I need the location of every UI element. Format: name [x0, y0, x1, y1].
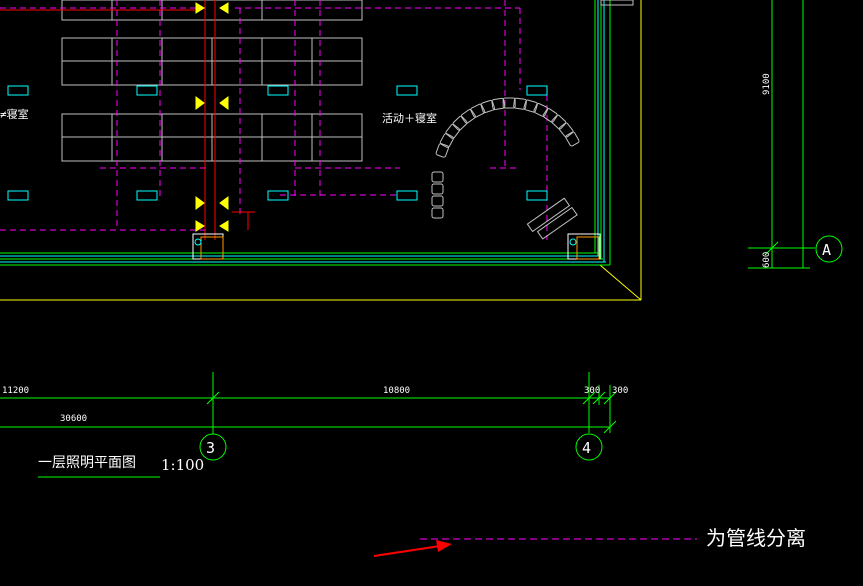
axis-label-3: 3 [206, 439, 215, 457]
dim-9100: 9100 [762, 73, 772, 95]
seat [533, 103, 549, 117]
seat [523, 99, 538, 113]
dim-300-a: 300 [584, 386, 600, 396]
axis-bubble-A [815, 235, 843, 263]
red-conduit [0, 0, 255, 240]
seat [470, 103, 486, 118]
yellow-symbols [195, 2, 229, 232]
seat [431, 195, 444, 207]
axis-bubble-3 [199, 433, 227, 461]
room-label-left: ≠寝室 [0, 107, 29, 121]
drawing-title: 一层照明平面图 [38, 455, 136, 471]
dim-30600: 30600 [60, 414, 87, 424]
seat [435, 143, 450, 158]
dim-300-b: 300 [612, 386, 628, 396]
seat [439, 133, 454, 148]
seat [431, 171, 444, 183]
seat [513, 97, 527, 110]
building-outline [0, 0, 642, 301]
wall-lines [0, 0, 634, 266]
seat [431, 183, 444, 195]
seat [565, 131, 580, 147]
axis-label-4: 4 [582, 439, 591, 457]
dim-11200: 11200 [2, 386, 29, 396]
dashed-wiring [0, 0, 548, 240]
seat [558, 122, 574, 138]
seat [551, 114, 567, 130]
seat [480, 99, 495, 114]
curved-seating [431, 97, 580, 219]
seat [431, 207, 444, 219]
distribution-box-left [192, 233, 224, 260]
seat [542, 108, 558, 123]
seat [491, 97, 506, 111]
drawing-scale: 1:100 [161, 456, 204, 474]
seat [502, 97, 516, 109]
room-label-right: 活动＋寝室 [382, 111, 437, 125]
legend-text: 为管线分离 [706, 526, 806, 550]
red-arrow-annotation [373, 540, 452, 557]
dim-600: 600 [762, 252, 772, 268]
seat [452, 115, 468, 131]
distribution-box-right [567, 233, 601, 260]
right-dimension-lines [748, 0, 815, 269]
light-fixtures [7, 85, 548, 201]
axis-label-A: A [822, 241, 831, 259]
seat [460, 109, 476, 124]
axis-bubble-4 [575, 433, 603, 461]
dim-10800: 10800 [383, 386, 410, 396]
bottom-dimension-lines [0, 372, 617, 434]
desk-groups [61, 0, 363, 162]
piano-bench [526, 197, 578, 240]
seat [445, 123, 461, 139]
